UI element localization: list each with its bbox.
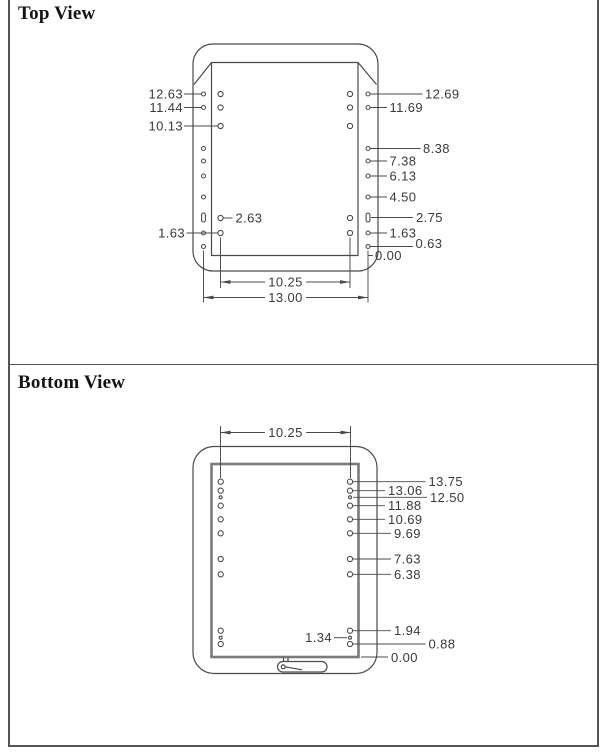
- mounting-holes-right-outer: [365, 91, 371, 250]
- dim-label: 10.13: [148, 119, 183, 134]
- mounting-holes-left: [217, 478, 224, 648]
- dimension-10-25: [220, 280, 350, 284]
- extension-lines: [203, 237, 369, 303]
- dim-label: 7.63: [394, 552, 421, 567]
- bottom-view-body-outline: [192, 445, 378, 675]
- dim-label: 6.13: [390, 169, 417, 184]
- top-view-title: Top View: [18, 3, 96, 24]
- dim-label: 10.69: [388, 512, 423, 527]
- dim-label: 1.94: [394, 623, 421, 638]
- dim-label: 13.00: [268, 290, 303, 305]
- dim-label: 10.25: [268, 425, 303, 440]
- dim-label: 1.63: [390, 226, 417, 241]
- dim-label: 9.69: [394, 526, 421, 541]
- dim-label: 2.63: [236, 211, 263, 226]
- top-view-drawing: 12.63 11.44 10.13 1.63 2.63 12.69 11.69 …: [148, 43, 460, 305]
- top-view-body-outline: [192, 43, 379, 272]
- dim-label: 2.75: [416, 210, 443, 225]
- mounting-holes-right-inner: [346, 90, 354, 237]
- dim-label: 12.63: [148, 87, 183, 102]
- mounting-holes-right: [346, 478, 354, 648]
- dim-label: 11.88: [388, 498, 422, 513]
- leader-lines: [334, 481, 427, 658]
- extension-lines: [220, 426, 351, 478]
- mounting-holes-left-inner: [217, 90, 224, 237]
- dim-label: 10.25: [268, 275, 303, 290]
- dim-label: 12.69: [425, 87, 460, 102]
- dim-label: 11.44: [149, 100, 183, 115]
- mounting-holes-left-outer: [200, 91, 207, 250]
- frame-border-right: [597, 0, 599, 747]
- dimension-10-25: [220, 430, 351, 435]
- bottom-view-title: Bottom View: [18, 372, 126, 393]
- dim-label: 8.38: [423, 141, 450, 156]
- dim-label: 13.75: [429, 474, 464, 489]
- dim-label: 4.50: [390, 190, 417, 205]
- dim-label: 0.00: [375, 248, 402, 263]
- latch: [276, 657, 328, 673]
- dim-label: 0.00: [391, 650, 418, 665]
- dim-label: 13.06: [388, 483, 423, 498]
- frame-border-left: [8, 0, 10, 747]
- frame-divider: [8, 363, 599, 366]
- dim-label: 0.88: [429, 637, 456, 652]
- bottom-view-drawing: 10.25 13.75 13.06 12.50 11.88 10.69 9.69…: [192, 425, 465, 675]
- dim-label: 0.63: [416, 236, 443, 251]
- bottom-view-panel: Bottom View: [0, 366, 600, 752]
- dim-label: 1.34: [305, 630, 332, 645]
- dim-label: 1.63: [158, 226, 185, 241]
- dim-label: 12.50: [430, 490, 465, 505]
- dim-label: 7.38: [390, 154, 417, 169]
- leader-lines: [184, 93, 423, 256]
- dim-label: 11.69: [390, 100, 424, 115]
- dim-label: 6.38: [394, 567, 421, 582]
- top-view-panel: Top View: [0, 0, 600, 366]
- dimension-13-00: [203, 295, 368, 300]
- frame-border-bottom: [8, 745, 599, 747]
